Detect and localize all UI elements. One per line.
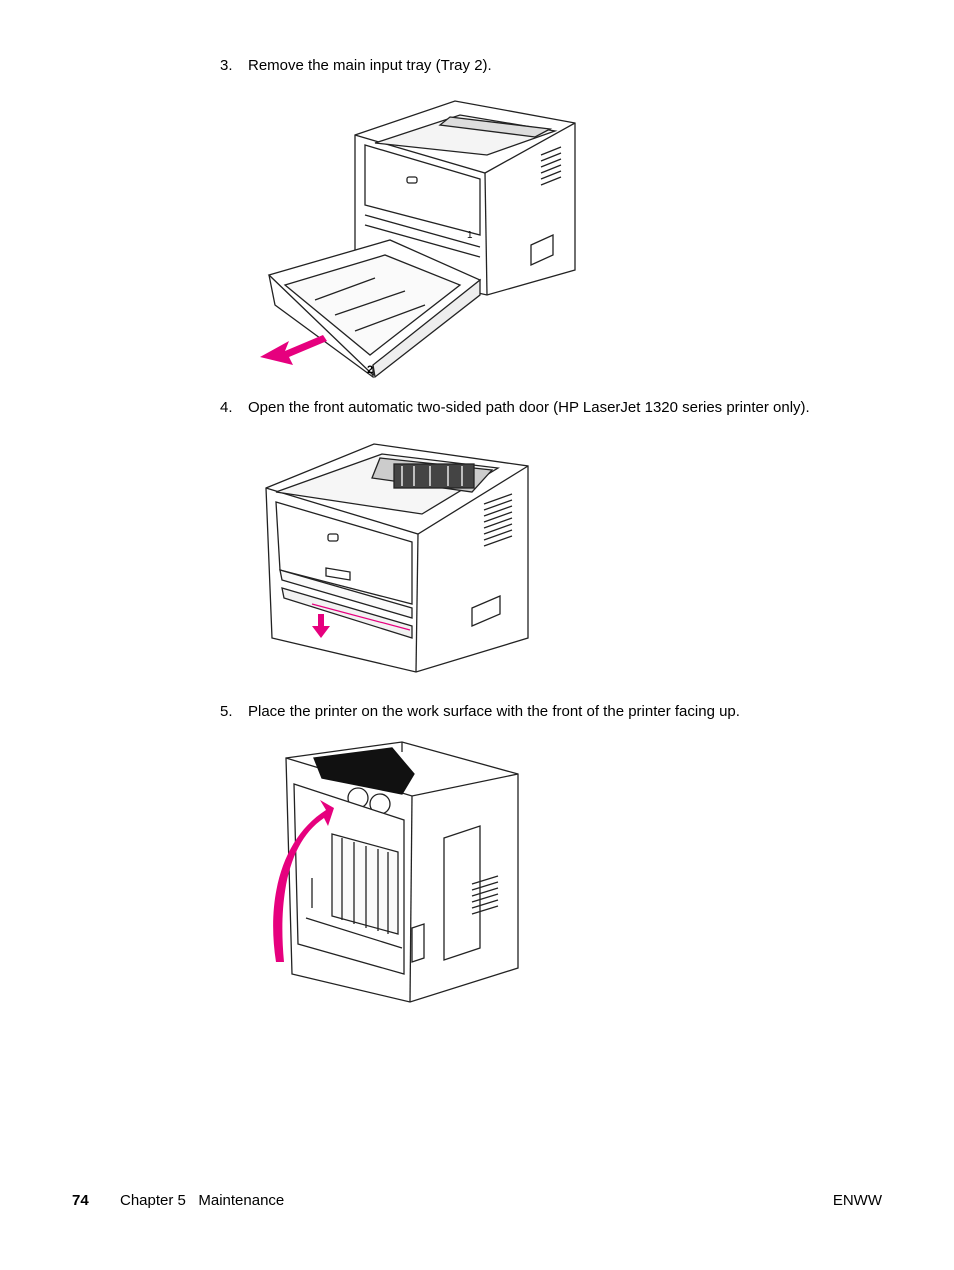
pull-arrow-icon	[260, 335, 327, 365]
footer-locale: ENWW	[832, 1192, 882, 1209]
open-door-arrow-icon	[312, 614, 330, 638]
step-5: 5. Place the printer on the work surface…	[220, 703, 740, 721]
figure-open-duplex-door	[262, 438, 534, 678]
step-text: Place the printer on the work surface wi…	[248, 703, 740, 720]
printer-tray-illustration: 2 1	[260, 100, 576, 379]
step-text: Open the front automatic two-sided path …	[248, 399, 810, 416]
rotate-arrow-icon	[273, 800, 334, 962]
step-4: 4. Open the front automatic two-sided pa…	[220, 399, 810, 417]
printer-front-illustration	[265, 443, 529, 673]
step-number: 4.	[220, 399, 233, 416]
tray-number-label: 2	[367, 364, 373, 376]
slot-number-label: 1	[467, 230, 473, 241]
step-number: 3.	[220, 57, 233, 74]
step-number: 5.	[220, 703, 233, 720]
step-3: 3. Remove the main input tray (Tray 2).	[220, 57, 492, 75]
figure-printer-front-up	[262, 738, 528, 1006]
chapter-title: Chapter 5 Maintenance	[120, 1192, 285, 1209]
figure-remove-tray: 2 1	[255, 95, 585, 385]
step-text: Remove the main input tray (Tray 2).	[248, 57, 492, 74]
page-number: 74	[72, 1192, 89, 1209]
printer-upright-illustration	[273, 741, 519, 1003]
